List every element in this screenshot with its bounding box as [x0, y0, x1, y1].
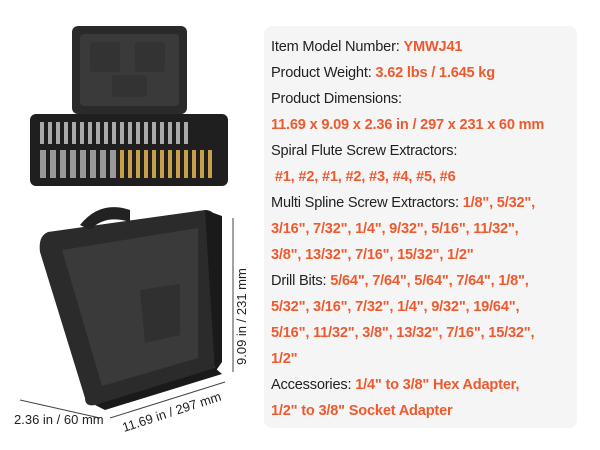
specs-panel [264, 26, 577, 428]
open-case-image [30, 26, 228, 186]
spec-drill-3: 5/16", 11/32", 3/8", 13/32", 7/16", 15/3… [271, 325, 535, 341]
spec-spiral-label: Spiral Flute Screw Extractors: [271, 143, 458, 159]
depth-dimension-label: 2.36 in / 60 mm [14, 412, 104, 427]
spec-drill: Drill Bits: 5/64", 7/64", 5/64", 7/64", … [271, 273, 529, 289]
spec-model: Item Model Number: YMWJ41 [271, 39, 463, 55]
spec-drill-4: 1/2" [271, 351, 298, 367]
spec-spiral-value: #1, #2, #1, #2, #3, #4, #5, #6 [271, 169, 456, 185]
height-dimension-label: 9.09 in / 231 mm [234, 268, 249, 365]
spec-spline-3: 3/8", 13/32", 7/16", 15/32", 1/2" [271, 247, 474, 263]
spec-accessories-2: 1/2" to 3/8" Socket Adapter [271, 403, 453, 419]
spec-weight: Product Weight: 3.62 lbs / 1.645 kg [271, 65, 495, 81]
closed-case-image [39, 207, 222, 410]
spec-drill-2: 5/32", 3/16", 7/32", 1/4", 9/32", 19/64"… [271, 299, 520, 315]
specs-list: Item Model Number: YMWJ41 Product Weight… [271, 34, 576, 424]
spec-dimensions-value: 11.69 x 9.09 x 2.36 in / 297 x 231 x 60 … [271, 117, 545, 133]
spec-spline-2: 3/16", 7/32", 1/4", 9/32", 5/16", 11/32"… [271, 221, 519, 237]
spec-accessories: Accessories: 1/4" to 3/8" Hex Adapter, [271, 377, 520, 393]
spec-dimensions-label: Product Dimensions: [271, 91, 402, 107]
spec-spline: Multi Spline Screw Extractors: 1/8", 5/3… [271, 195, 535, 211]
